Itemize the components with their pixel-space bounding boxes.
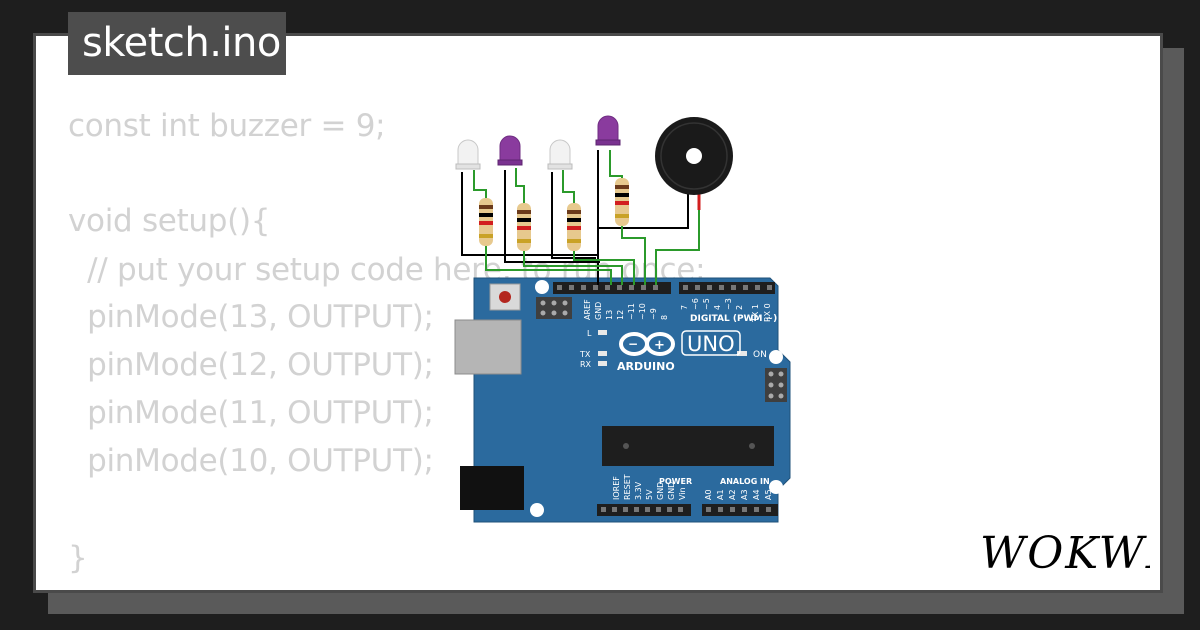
pin-label: 2 <box>735 305 744 310</box>
pin-label: A5 <box>764 489 773 500</box>
wire-black <box>504 170 600 263</box>
rx-led-label: RX <box>580 360 592 369</box>
wire-black <box>598 192 689 229</box>
pin-label: A3 <box>740 489 749 500</box>
pin-label: 8 <box>660 315 669 320</box>
pin-label: ~5 <box>702 298 711 310</box>
file-tab[interactable]: sketch.ino <box>68 12 286 75</box>
pin-label: 3.3V <box>634 481 643 500</box>
pin-label: RESET <box>623 474 632 500</box>
analog-label: ANALOG IN <box>720 477 770 486</box>
code-line: pinMode(11, OUTPUT); <box>68 395 434 431</box>
wokwi-logo-text: WOKWI <box>980 528 1150 576</box>
digital-label: DIGITAL (PWM ~) <box>690 314 777 324</box>
wire-black <box>551 172 596 259</box>
wire-green <box>655 192 700 285</box>
pin-label: GND <box>594 302 603 320</box>
wire-green <box>473 170 612 285</box>
arduino-board[interactable]: AREF GND 13 12 ~11 ~10 ~9 8 7 ~6 ~5 4 ~3… <box>454 277 791 523</box>
code-line: pinMode(12, OUTPUT); <box>68 347 434 383</box>
pin-label: 12 <box>616 310 625 320</box>
led-4[interactable] <box>595 115 621 146</box>
wokwi-logo: WOKWI <box>980 528 1150 576</box>
pin-label: GND <box>656 482 665 500</box>
pin-label: A1 <box>716 489 725 500</box>
svg-text:−: − <box>628 337 638 351</box>
pin-label: 7 <box>680 305 689 310</box>
code-line: } <box>68 540 88 576</box>
board-brand: ARDUINO <box>617 360 675 373</box>
led-2[interactable] <box>497 135 523 166</box>
code-line: void setup(){ <box>68 203 271 239</box>
digital-header-right <box>679 282 775 294</box>
pin-label: 5V <box>645 489 654 500</box>
resistor[interactable] <box>479 198 493 246</box>
pin-label: RX 0 <box>763 303 772 322</box>
infinity-logo-icon <box>619 332 675 356</box>
tx-led-label: TX <box>579 350 591 359</box>
board-model: UNO <box>687 332 735 356</box>
svg-text:+: + <box>654 338 665 353</box>
pin-label: A2 <box>728 489 737 500</box>
on-led-label: ON <box>753 350 767 360</box>
microcontroller-chip <box>602 426 774 466</box>
code-line: pinMode(10, OUTPUT); <box>68 443 434 479</box>
pin-label: GND <box>667 482 676 500</box>
pin-label: ~6 <box>691 298 700 310</box>
pin-label: ~3 <box>724 298 733 310</box>
wire-green <box>515 168 623 285</box>
pin-label: ~11 <box>627 303 636 320</box>
pin-label: AREF <box>583 299 592 320</box>
resistor[interactable] <box>517 203 531 251</box>
power-header <box>597 504 691 516</box>
buzzer[interactable] <box>655 117 733 195</box>
pin-label: ~9 <box>649 308 658 320</box>
pin-label: 4 <box>713 305 722 310</box>
pin-label: TX 1 <box>751 304 760 323</box>
pin-label: A4 <box>752 489 761 500</box>
pin-label: 13 <box>605 310 614 320</box>
usb-port <box>454 319 522 375</box>
pin-label: IOREF <box>612 476 621 500</box>
led-3[interactable] <box>547 139 573 170</box>
pin-label: Vin <box>678 487 687 500</box>
code-line: pinMode(13, OUTPUT); <box>68 299 434 335</box>
power-label: POWER <box>659 477 692 486</box>
resistor[interactable] <box>567 203 581 251</box>
pin-label: A0 <box>704 489 713 500</box>
power-jack <box>460 466 524 510</box>
code-line: const int buzzer = 9; <box>68 108 386 144</box>
pin-label: ~10 <box>638 303 647 320</box>
led-1[interactable] <box>455 139 481 170</box>
resistor[interactable] <box>615 178 629 226</box>
l-led-label: L <box>587 329 592 338</box>
